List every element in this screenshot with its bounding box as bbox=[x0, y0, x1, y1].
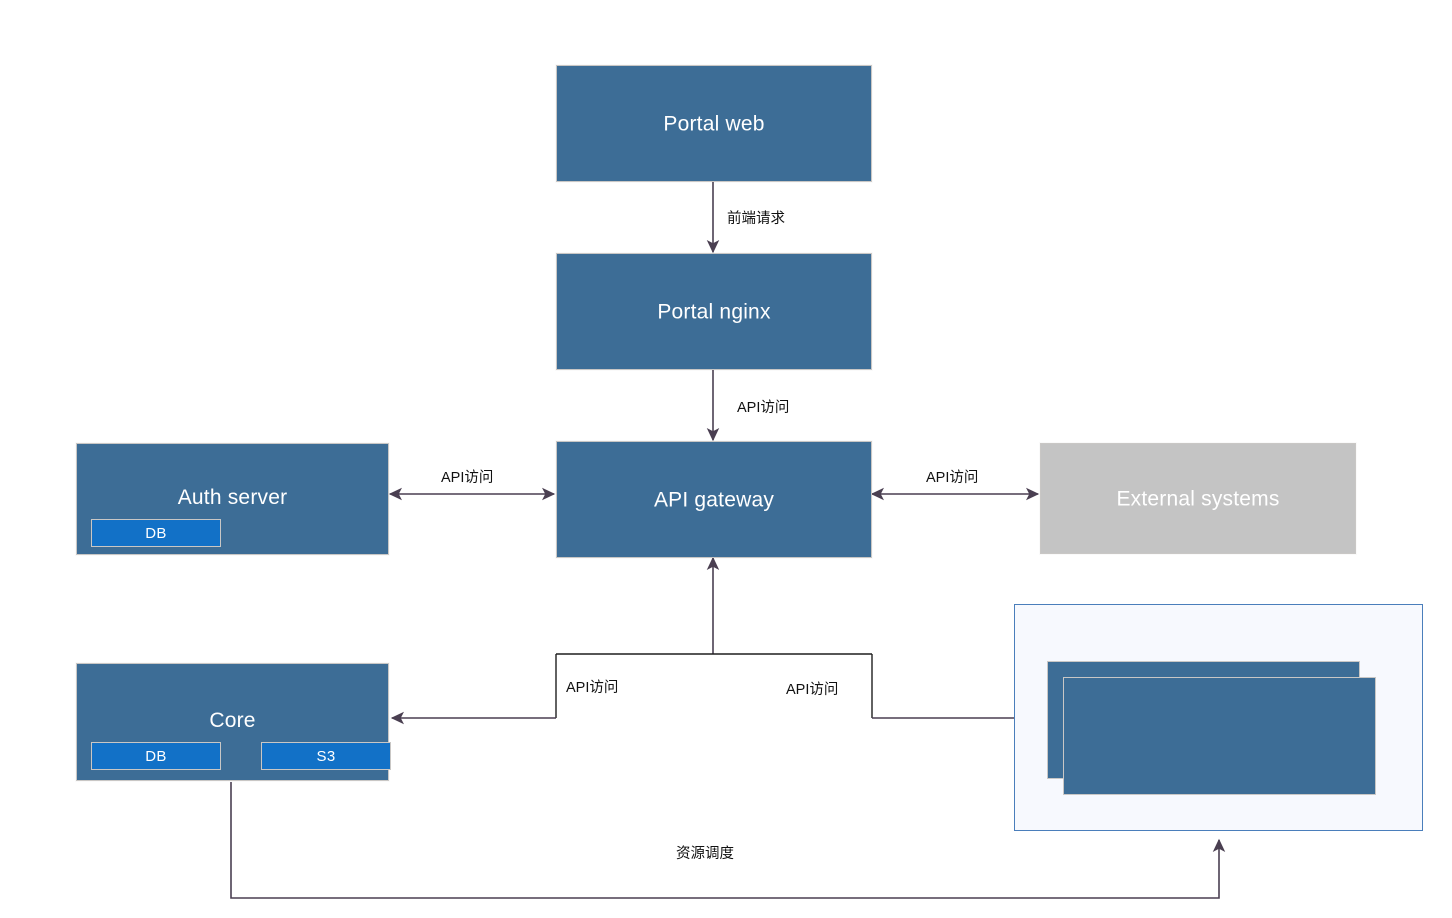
node-external-systems-label: External systems bbox=[1116, 487, 1280, 510]
node-external-systems[interactable]: External systems bbox=[1040, 443, 1356, 554]
edge-label-core-plugins: 资源调度 bbox=[676, 846, 734, 862]
edge-label-nginx-to-gateway: API访问 bbox=[737, 400, 790, 416]
edge-label-auth-gateway: API访问 bbox=[441, 470, 494, 486]
node-portal-web-label: Portal web bbox=[663, 112, 765, 135]
node-core-label: Core bbox=[209, 709, 256, 732]
node-api-gateway-label: API gateway bbox=[653, 488, 775, 511]
core-store-s3[interactable]: S3 bbox=[261, 742, 391, 770]
node-api-gateway[interactable]: API gateway bbox=[556, 441, 872, 558]
node-portal-nginx-label: Portal nginx bbox=[657, 300, 771, 323]
auth-server-store-db[interactable]: DB bbox=[91, 519, 221, 547]
node-core[interactable]: Core DB S3 bbox=[76, 663, 391, 781]
edge-label-gateway-external: API访问 bbox=[926, 470, 979, 486]
edge-label-web-to-nginx: 前端请求 bbox=[727, 211, 785, 227]
edge-label-gateway-plugins: API访问 bbox=[786, 682, 839, 698]
plugins-panel: Plugins DB S3 bbox=[1014, 604, 1423, 831]
edge-label-gateway-core: API访问 bbox=[566, 680, 619, 696]
node-portal-web[interactable]: Portal web bbox=[556, 65, 872, 182]
node-auth-server[interactable]: Auth server DB bbox=[76, 443, 389, 555]
node-auth-server-label: Auth server bbox=[177, 486, 288, 509]
plugins-stack-card-middle bbox=[1063, 677, 1376, 795]
core-store-db[interactable]: DB bbox=[91, 742, 221, 770]
node-portal-nginx[interactable]: Portal nginx bbox=[556, 253, 872, 370]
